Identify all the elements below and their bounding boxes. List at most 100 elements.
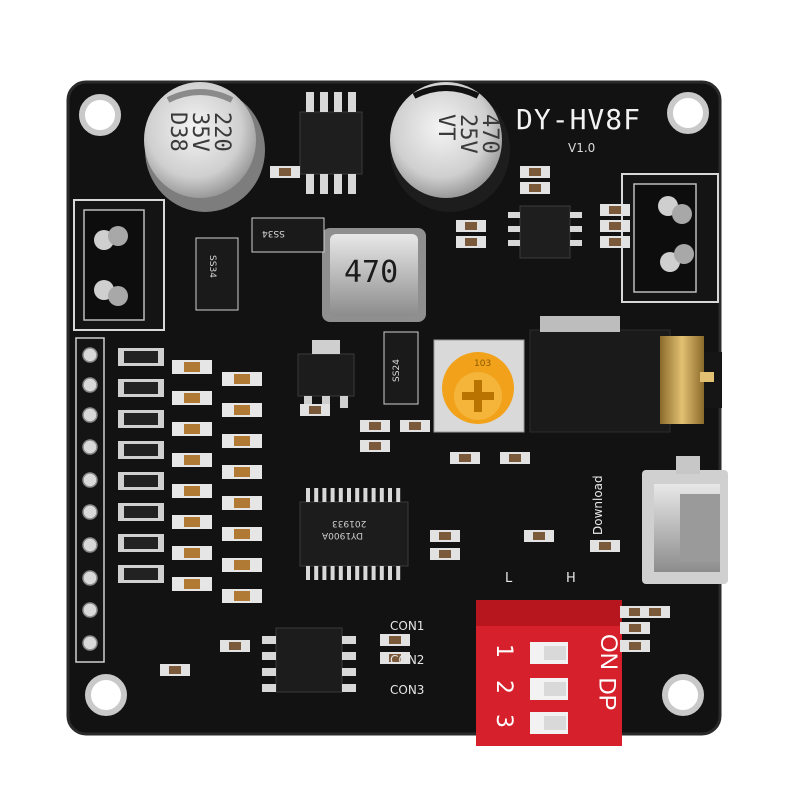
- screw-terminal-left: [73, 199, 165, 331]
- smd-resistor-body: [184, 486, 200, 496]
- smd-part-body: [609, 222, 621, 230]
- ic-pin: [363, 566, 368, 580]
- connector-label-2: CON2: [390, 653, 425, 667]
- ic-pin: [347, 566, 351, 580]
- board-version: V1.0: [568, 141, 596, 155]
- smd-part-body: [369, 442, 381, 450]
- smd-part-body: [389, 654, 401, 662]
- smd-part-body: [529, 184, 541, 192]
- connector-label-3: CON3: [390, 683, 425, 697]
- smd-resistor-body: [234, 436, 250, 446]
- diode-left: [195, 237, 239, 311]
- smd-resistor-body: [184, 548, 200, 558]
- smd-diode-body: [124, 475, 158, 487]
- smd-diode-body: [124, 568, 158, 580]
- dip-dp-label: DP: [593, 677, 621, 711]
- ic-pin: [314, 488, 319, 502]
- capacitor-left-label: 220 35V D38: [165, 112, 234, 152]
- smd-part-body: [229, 642, 241, 650]
- audio-jack: [529, 316, 722, 433]
- ic-pin: [322, 488, 327, 502]
- capacitor-470uf: [390, 82, 510, 212]
- diode-left-label: SS34: [206, 255, 217, 278]
- smd-part-body: [389, 636, 401, 644]
- dip-high-label: H: [566, 571, 576, 586]
- smd-resistor-body: [184, 424, 200, 434]
- voltage-regulator: [297, 340, 355, 408]
- decoder-ic-date: 201933: [332, 518, 367, 528]
- smd-resistor-body: [234, 467, 250, 477]
- ic-pin: [306, 566, 310, 580]
- smd-part-body: [309, 406, 321, 414]
- smd-diode-body: [124, 506, 158, 518]
- smd-part-body: [439, 532, 451, 540]
- smd-part-body: [609, 206, 621, 214]
- dip-switch: [476, 600, 622, 746]
- smd-resistor-body: [184, 362, 200, 372]
- ic-pin: [379, 488, 384, 502]
- smd-resistor-body: [184, 393, 200, 403]
- ic-pin: [314, 566, 319, 580]
- smd-part-body: [629, 608, 641, 616]
- dip-low-label: L: [505, 571, 513, 586]
- regulator-ic-top: [299, 92, 363, 194]
- ic-pin: [330, 566, 335, 580]
- smd-part-body: [279, 168, 291, 176]
- ic-right-top: [508, 205, 582, 259]
- power-inductor: [322, 228, 426, 322]
- pin-header: [75, 337, 105, 663]
- smd-part-body: [509, 454, 521, 462]
- dip-number-1: 1: [491, 644, 516, 658]
- smd-resistor-body: [234, 498, 250, 508]
- dip-number-3: 3: [491, 714, 516, 728]
- capacitor-220uf: [144, 82, 265, 212]
- inductor-label: 470: [344, 255, 399, 290]
- smd-part-body: [465, 238, 477, 246]
- potentiometer-label: 103: [474, 359, 492, 369]
- ic-pin: [379, 566, 384, 580]
- smd-part-body: [459, 454, 471, 462]
- ic-pin: [396, 566, 401, 580]
- smd-part-body: [439, 550, 451, 558]
- smd-part-body: [369, 422, 381, 430]
- decoder-ic-label: DY1900A: [322, 530, 363, 540]
- smd-part-body: [649, 608, 661, 616]
- smd-resistor-body: [234, 591, 250, 601]
- dip-number-2: 2: [491, 680, 516, 694]
- smd-part-body: [533, 532, 545, 540]
- smd-diode-body: [124, 351, 158, 363]
- diode-top: [251, 217, 325, 253]
- smd-resistor-body: [184, 455, 200, 465]
- smd-part-body: [629, 642, 641, 650]
- connector-label-1: CON1: [390, 619, 425, 633]
- smd-part-body: [609, 238, 621, 246]
- ic-pin: [347, 488, 351, 502]
- ic-pin: [322, 566, 327, 580]
- capacitor-right-label: 470 25V VT: [433, 114, 502, 154]
- ic-pin: [396, 488, 401, 502]
- diode-top-label: SS34: [262, 228, 285, 238]
- ic-pin: [338, 566, 343, 580]
- ic-pin: [363, 488, 368, 502]
- ic-pin: [371, 566, 376, 580]
- dip-on-label: ON: [595, 634, 622, 670]
- micro-usb-port: [642, 456, 728, 584]
- ic-pin: [388, 488, 392, 502]
- smd-components: [118, 166, 670, 676]
- trim-potentiometer: [433, 339, 525, 433]
- download-label: Download: [591, 475, 605, 535]
- ic-pin: [355, 566, 360, 580]
- ic-pin: [338, 488, 343, 502]
- diode-right: [383, 331, 419, 405]
- smd-resistor-body: [234, 374, 250, 384]
- ic-pin: [388, 566, 392, 580]
- smd-resistor-body: [184, 579, 200, 589]
- smd-part-body: [169, 666, 181, 674]
- ic-pin: [330, 488, 335, 502]
- audio-decoder-ic: [299, 488, 409, 580]
- flash-memory-ic: [262, 627, 356, 693]
- mounting-holes: [79, 92, 709, 716]
- ic-pin: [371, 488, 376, 502]
- screw-terminal-right: [621, 173, 719, 303]
